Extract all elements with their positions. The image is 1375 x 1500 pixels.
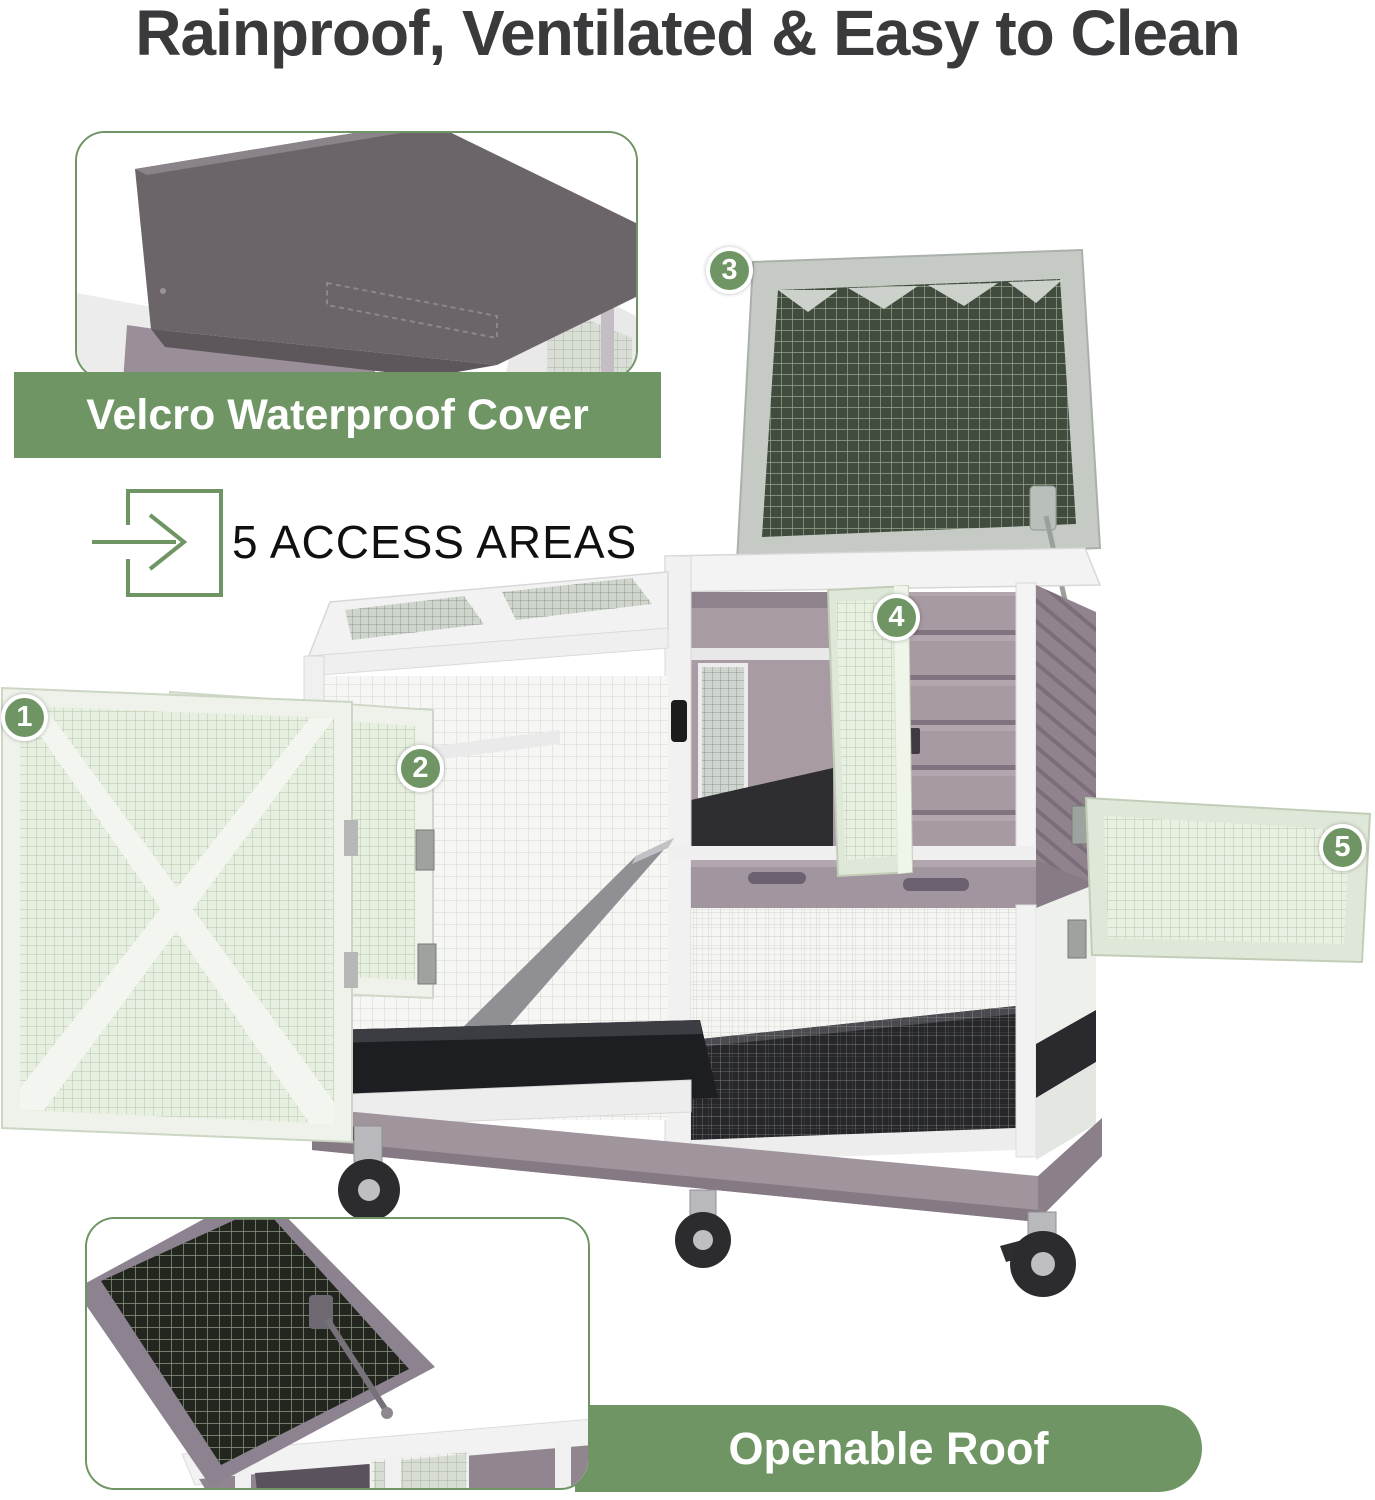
access-areas-label: 5 ACCESS AREAS: [232, 516, 638, 568]
velcro-cover-banner-label: Velcro Waterproof Cover: [86, 390, 589, 439]
open-roof-lid: [735, 248, 1102, 641]
openable-roof-banner: Openable Roof: [575, 1405, 1202, 1492]
arrow-into-square-icon: [92, 489, 223, 597]
velcro-cover-banner: Velcro Waterproof Cover: [14, 372, 661, 458]
waterproof-cover-illustration: [77, 133, 636, 378]
waterproof-cover-photo: [75, 131, 638, 380]
access-marker-2: 2: [397, 745, 444, 792]
access-marker-3: 3: [706, 247, 753, 294]
open-door-1: [1, 686, 358, 1144]
openable-roof-illustration: [87, 1219, 588, 1488]
openable-roof-banner-label: Openable Roof: [728, 1422, 1049, 1474]
access-marker-4: 4: [873, 594, 920, 641]
page-title: Rainproof, Ventilated & Easy to Clean: [135, 0, 1241, 69]
lower-run-right: [691, 884, 1096, 1162]
openable-roof-photo: [85, 1217, 590, 1490]
base-frame: [312, 1108, 1102, 1222]
open-door-4: [826, 584, 914, 878]
hutch-photo: [1, 248, 1372, 1297]
access-marker-5: 5: [1319, 824, 1366, 871]
access-marker-1: 1: [1, 694, 48, 741]
open-door-5: [1067, 796, 1372, 964]
